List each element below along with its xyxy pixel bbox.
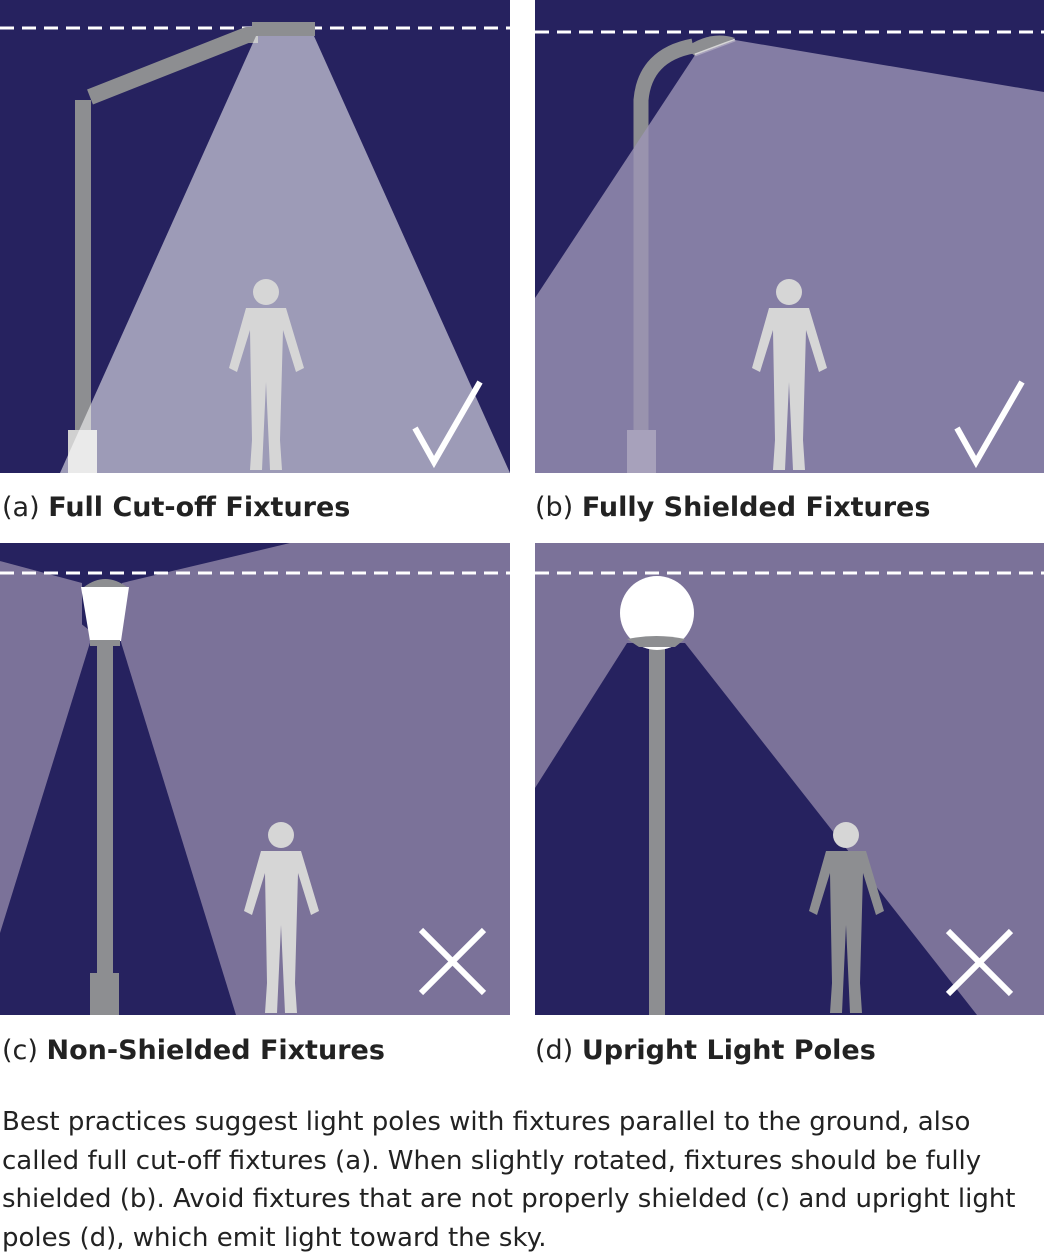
shielded-light-spread [535,40,1044,473]
caption-letter: (c) [2,1035,38,1066]
spill-light-upper-left [0,561,82,639]
caption-c: (c) Non-Shielded Fixtures [2,1035,385,1066]
caption-letter: (d) [535,1035,574,1066]
person-icon [229,279,304,470]
light-pole [649,643,665,1015]
cross-mark-icon [945,928,1014,997]
check-mark-icon [954,380,1025,469]
shadow-below-globe [535,643,977,1015]
upright-pole-illustration [535,543,1044,1015]
cross-mark-icon [418,927,487,996]
description-paragraph: Best practices suggest light poles with … [2,1107,1016,1253]
non-shielded-illustration [0,543,510,1015]
lantern-cap [84,579,127,587]
caption-name: Upright Light Poles [581,1035,876,1066]
downward-light-cone [60,36,510,473]
pole-base [90,973,119,1015]
tilted-fixture [685,35,735,56]
panel-upright-poles [535,543,1044,1015]
fully-shielded-illustration [535,0,1044,473]
panel-non-shielded [0,543,510,1015]
globe-fixture [620,576,694,650]
spill-light-right [120,543,510,1015]
light-pole [633,38,695,440]
caption-letter: (b) [535,492,574,523]
caption-d: (d) Upright Light Poles [535,1035,876,1066]
person-icon [809,822,884,1013]
panel-fully-shielded [535,0,1044,473]
caption-name: Full Cut-off Fixtures [48,492,351,523]
person-icon [752,279,827,470]
panel-full-cutoff [0,0,510,473]
caption-b: (b) Fully Shielded Fixtures [535,492,930,523]
caption-name: Non-Shielded Fixtures [46,1035,385,1066]
flat-fixture [252,22,315,36]
person-icon [244,822,319,1013]
check-mark-icon [412,380,483,469]
caption-name: Fully Shielded Fixtures [581,492,931,523]
lantern-base [90,640,120,646]
light-pole [97,643,113,983]
spill-light-left [0,543,93,933]
full-cutoff-illustration [0,0,510,473]
globe-base [627,636,685,647]
lantern-glass [81,587,129,641]
caption-letter: (a) [2,492,40,523]
caption-a: (a) Full Cut-off Fixtures [2,492,350,523]
